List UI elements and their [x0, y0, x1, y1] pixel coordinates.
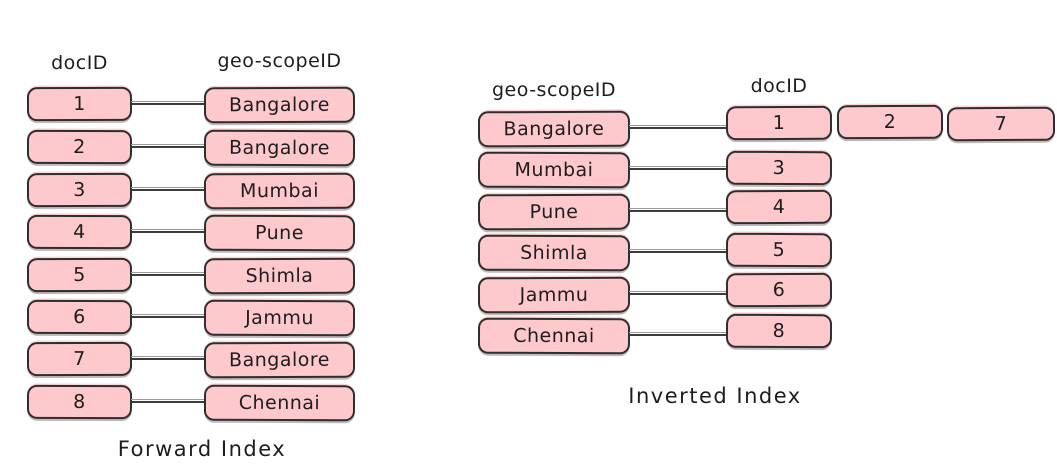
doc-id-box: 4 [725, 189, 833, 225]
geo-scope-box: Mumbai [477, 151, 631, 189]
doc-id-box: 7 [946, 106, 1056, 142]
doc-id-box: 6 [725, 272, 833, 308]
doc-id-box: 2 [26, 129, 133, 165]
doc-id-box: 7 [26, 341, 133, 377]
connector-line [629, 208, 727, 212]
doc-id-box: 1 [26, 86, 133, 122]
connector-line [131, 187, 206, 191]
geo-scope-box: Pune [203, 214, 356, 252]
doc-id-box: 4 [26, 214, 133, 250]
doc-id-box: 8 [725, 313, 833, 349]
geo-scope-box: Shimla [477, 234, 631, 272]
geo-scope-box: Chennai [477, 317, 631, 355]
inverted-geoscope-column-header: geo-scopeID [491, 79, 617, 101]
doc-id-box: 6 [26, 299, 133, 335]
doc-id-box: 3 [26, 172, 133, 208]
connector-line [131, 399, 206, 403]
connector-line [131, 144, 206, 148]
connector-line [131, 229, 206, 233]
doc-id-box: 5 [26, 257, 133, 293]
geo-scope-box: Bangalore [477, 110, 631, 148]
forward-index-caption: Forward Index [117, 437, 287, 461]
geo-scope-box: Jammu [203, 299, 356, 337]
forward-geoscope-column-header: geo-scopeID [217, 50, 342, 72]
inverted-index-caption: Inverted Index [628, 384, 802, 408]
geo-scope-box: Bangalore [203, 86, 356, 124]
connector-line [131, 272, 206, 276]
connector-line [629, 291, 727, 295]
doc-id-box: 2 [836, 104, 944, 140]
doc-id-box: 5 [725, 232, 833, 268]
geo-scope-box: Mumbai [203, 172, 356, 210]
connector-line [131, 314, 206, 318]
doc-id-box: 1 [725, 105, 833, 141]
geo-scope-box: Pune [477, 193, 631, 231]
connector-line [629, 332, 727, 336]
connector-line [629, 166, 727, 170]
connector-line [131, 356, 206, 360]
geo-scope-box: Shimla [203, 257, 356, 295]
connector-line [629, 125, 727, 129]
geo-scope-box: Bangalore [203, 341, 356, 379]
doc-id-box: 8 [26, 384, 133, 420]
connector-line [131, 101, 206, 105]
geo-scope-box: Jammu [477, 276, 631, 314]
connector-line [629, 249, 727, 253]
forward-docid-column-header: docID [51, 52, 108, 74]
doc-id-box: 3 [725, 150, 833, 186]
geo-scope-box: Bangalore [203, 129, 356, 167]
geo-scope-box: Chennai [203, 384, 356, 422]
inverted-docid-column-header: docID [750, 75, 808, 97]
